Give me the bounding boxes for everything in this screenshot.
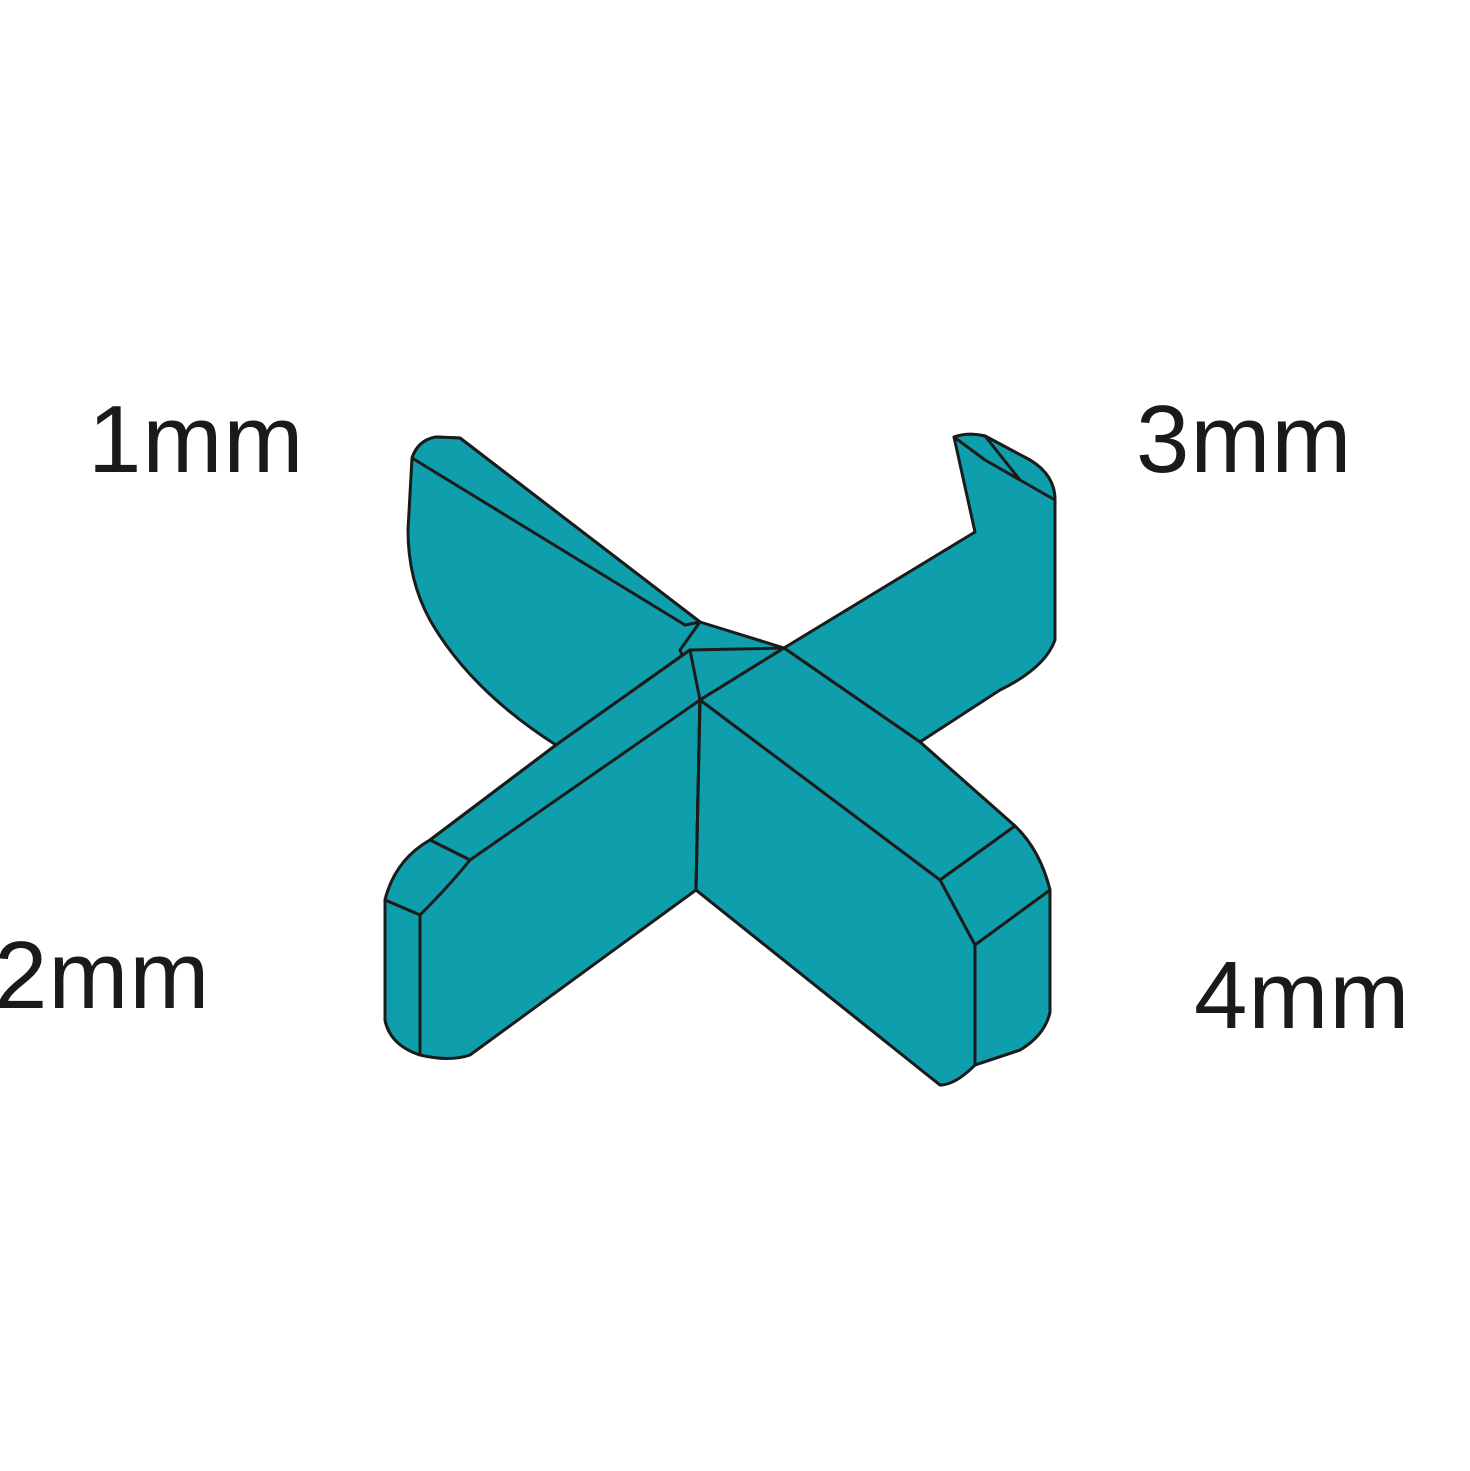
center-seam: [694, 699, 702, 891]
label-1mm: 1mm: [88, 386, 305, 493]
label-4mm: 4mm: [1194, 942, 1411, 1049]
arm-2mm-end: [383, 838, 472, 917]
arm-4mm-side: [694, 698, 977, 1087]
arm-4mm-face: [973, 888, 1052, 1067]
arm-2mm-face: [383, 898, 422, 1057]
spacer-shape: [383, 432, 1057, 1087]
label-2mm: 2mm: [0, 922, 211, 1029]
label-3mm: 3mm: [1136, 386, 1353, 493]
arm-1mm-top: [410, 435, 702, 627]
arm-2mm-top: [428, 648, 702, 862]
arm-3mm-top: [952, 432, 1057, 502]
